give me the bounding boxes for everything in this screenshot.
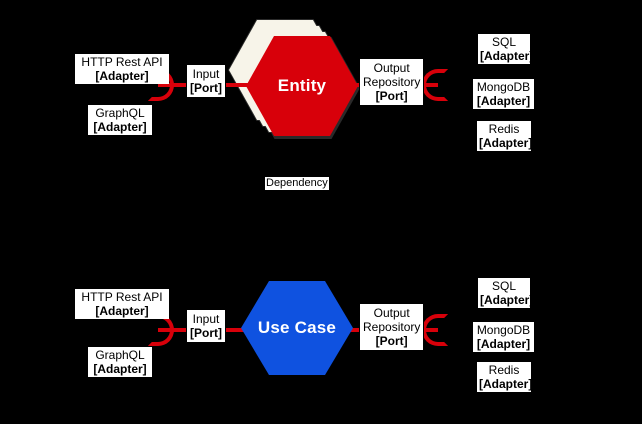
top-adapter-graphql-name: GraphQL — [95, 106, 145, 120]
top-output-socket-icon — [422, 69, 448, 101]
top-output-port-name-line2: Repository — [363, 75, 421, 90]
usecase-label: Use Case — [257, 318, 337, 337]
bottom-adapter-redis-name: Redis — [488, 363, 520, 377]
top-adapter-sql-stereotype: [Adapter] — [480, 49, 534, 64]
bottom-adapter-redis[interactable]: Redis [Adapter] — [477, 362, 533, 393]
top-adapter-graphql[interactable]: GraphQL [Adapter] — [88, 105, 152, 136]
top-input-port-box[interactable]: Input [Port] — [186, 64, 226, 99]
top-adapter-sql[interactable]: SQL [Adapter] — [478, 34, 534, 65]
bottom-adapter-graphql-name: GraphQL — [95, 348, 145, 362]
top-adapter-mongodb-stereotype: [Adapter] — [476, 94, 531, 109]
bottom-input-port-stereotype: [Port] — [190, 326, 222, 341]
bottom-adapter-http-rest-api-name: HTTP Rest API — [81, 290, 163, 304]
bottom-output-port-name-line2: Repository — [363, 320, 421, 335]
top-adapter-mongodb[interactable]: MongoDB [Adapter] — [473, 79, 534, 110]
bottom-adapter-sql-name: SQL — [491, 279, 516, 293]
top-adapter-redis-name: Redis — [488, 122, 520, 136]
bottom-adapter-graphql-stereotype: [Adapter] — [93, 362, 147, 377]
top-adapter-http-rest-api-stereotype: [Adapter] — [95, 69, 149, 84]
bottom-adapter-http-rest-api-stereotype: [Adapter] — [95, 304, 149, 319]
top-adapter-http-rest-api-name: HTTP Rest API — [81, 55, 163, 69]
bottom-adapter-mongodb-stereotype: [Adapter] — [476, 337, 531, 352]
top-output-port-box[interactable]: Output Repository [Port] — [359, 58, 425, 107]
bottom-adapter-redis-stereotype: [Adapter] — [479, 377, 533, 392]
top-adapter-redis-stereotype: [Adapter] — [479, 136, 533, 151]
entity-label: Entity — [277, 76, 327, 95]
dependency-label: Dependency — [265, 177, 329, 191]
bottom-adapter-sql-stereotype: [Adapter] — [480, 293, 534, 308]
bottom-adapter-mongodb-name: MongoDB — [476, 323, 531, 337]
top-adapter-http-rest-api[interactable]: HTTP Rest API [Adapter] — [75, 54, 169, 85]
bottom-output-port-name-line1: Output — [373, 306, 410, 320]
top-adapter-sql-name: SQL — [491, 35, 516, 49]
top-output-port-stereotype: [Port] — [375, 89, 408, 104]
bottom-input-port-box[interactable]: Input [Port] — [186, 309, 226, 344]
bottom-adapter-mongodb[interactable]: MongoDB [Adapter] — [473, 322, 534, 353]
top-input-port-stereotype: [Port] — [190, 81, 222, 96]
top-adapter-mongodb-name: MongoDB — [476, 80, 531, 94]
top-input-port-name: Input — [192, 67, 220, 81]
bottom-output-port-stereotype: [Port] — [375, 334, 408, 349]
bottom-adapter-http-rest-api[interactable]: HTTP Rest API [Adapter] — [75, 289, 169, 320]
bottom-output-socket-icon — [422, 314, 448, 346]
top-adapter-redis[interactable]: Redis [Adapter] — [477, 121, 533, 152]
bottom-input-port-name: Input — [192, 312, 220, 326]
bottom-output-port-box[interactable]: Output Repository [Port] — [359, 303, 425, 352]
bottom-adapter-graphql[interactable]: GraphQL [Adapter] — [88, 347, 152, 378]
usecase-hexagon: Use Case — [241, 281, 353, 375]
top-adapter-graphql-stereotype: [Adapter] — [93, 120, 147, 135]
top-output-port-name-line1: Output — [373, 61, 410, 75]
bottom-adapter-sql[interactable]: SQL [Adapter] — [478, 278, 534, 309]
